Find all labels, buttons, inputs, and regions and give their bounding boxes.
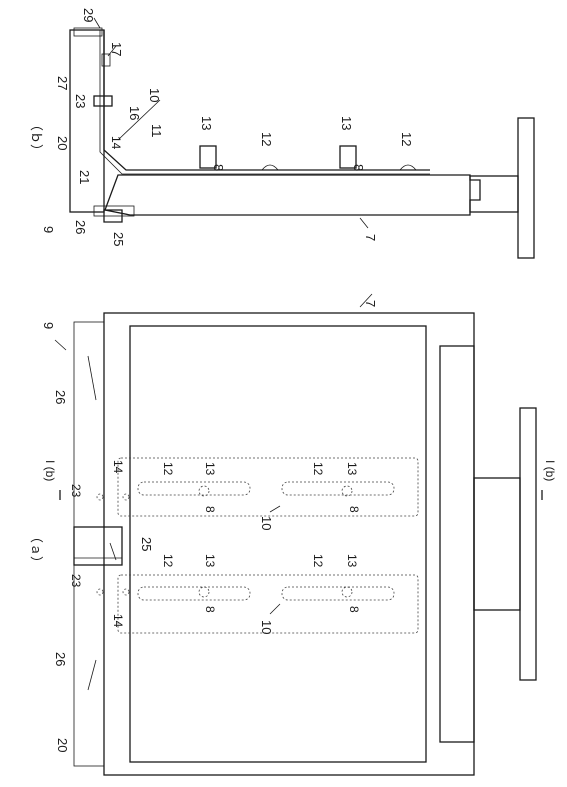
slot-12-ll: [137, 586, 251, 601]
label-20-b: 20: [55, 136, 70, 150]
label-12-ur: 12: [311, 462, 325, 476]
monitor-section-7: [104, 174, 481, 216]
slot-12-b1: [261, 164, 279, 171]
label-14-right: 14: [111, 614, 125, 628]
section-mark-bottom: I (b): [543, 460, 557, 481]
label-13-ll: 13: [203, 554, 217, 568]
label-10-b: 10: [147, 88, 162, 102]
label-7-b: 7: [363, 234, 378, 241]
label-12-b2: 12: [399, 132, 414, 146]
label-9-b: 9: [41, 226, 56, 233]
label-12-ul: 12: [161, 462, 175, 476]
slot-12-b2: [399, 164, 417, 171]
screw-13-ur: [341, 485, 353, 497]
label-14-left: 14: [111, 460, 125, 474]
label-23-right: 23: [69, 574, 83, 588]
plate-10-upper: [117, 457, 419, 517]
label-11: 11: [149, 124, 164, 138]
monitor-frame: [103, 312, 475, 776]
hinge-23-right-mark: [96, 588, 104, 596]
label-16: 16: [127, 106, 142, 120]
view-b: （ｂ） 29 17 27 23 10 16 1: [29, 8, 535, 259]
stand-b-neck: [469, 175, 519, 213]
screw-13-b1: [199, 145, 217, 169]
clip-25: [73, 526, 123, 566]
label-13-lr: 13: [345, 554, 359, 568]
tab-14-right-mark: [122, 588, 130, 596]
stand-column: [473, 477, 521, 611]
label-12-ll: 12: [161, 554, 175, 568]
label-10-lower: 10: [259, 620, 274, 634]
label-9-a: 9: [41, 322, 56, 329]
label-13-b1: 13: [199, 116, 214, 130]
screw-13-b2: [339, 145, 357, 169]
slot-12-ur: [281, 481, 395, 496]
pin-23: [93, 95, 113, 107]
stand-base: [519, 407, 537, 681]
rail-26-b: [93, 205, 135, 217]
hinge-23-left-mark: [96, 493, 104, 501]
screw-13-ul: [198, 485, 210, 497]
label-26-right: 26: [53, 652, 68, 666]
label-25-b: 25: [111, 232, 126, 246]
rail-26: [73, 321, 105, 767]
label-7-a: 7: [363, 300, 378, 307]
label-13-ul: 13: [203, 462, 217, 476]
label-10-upper: 10: [259, 516, 274, 530]
label-29: 29: [81, 8, 96, 22]
clip-25-b: [103, 209, 123, 223]
slot-12-lr: [281, 586, 395, 601]
label-12-lr: 12: [311, 554, 325, 568]
view-a-label: （ａ）: [29, 530, 44, 569]
view-a: （ａ）: [29, 293, 557, 776]
label-13-b2: 13: [339, 116, 354, 130]
slot-12-ul: [137, 481, 251, 496]
label-26-b: 26: [73, 220, 88, 234]
tab-14-left-mark: [122, 493, 130, 501]
plate-10-lower: [117, 574, 419, 634]
monitor-screen: [129, 325, 427, 763]
screw-13-lr: [341, 586, 353, 598]
label-21: 21: [77, 170, 92, 184]
label-27: 27: [55, 76, 70, 90]
label-8-lr: 8: [347, 606, 361, 613]
view-b-label: （ｂ）: [29, 118, 44, 157]
label-8-ul: 8: [203, 506, 217, 513]
label-14-b: 14: [109, 136, 123, 150]
spring-17: [101, 53, 111, 67]
label-8-b1: 8: [211, 164, 226, 171]
cap-29: [73, 27, 103, 37]
stand-neck: [439, 345, 475, 743]
screw-13-ll: [198, 586, 210, 598]
label-13-ur: 13: [345, 462, 359, 476]
label-8-ll: 8: [203, 606, 217, 613]
label-8-b2: 8: [351, 164, 366, 171]
label-23-left: 23: [69, 484, 83, 498]
label-26-left: 26: [53, 390, 68, 404]
housing-27: [69, 29, 105, 213]
stand-b-base: [517, 117, 535, 259]
label-17: 17: [109, 42, 124, 56]
label-25-a: 25: [139, 537, 154, 551]
label-12-b1: 12: [259, 132, 274, 146]
label-8-ur: 8: [347, 506, 361, 513]
section-mark-top: I (b): [43, 460, 57, 481]
label-20-a: 20: [55, 738, 70, 752]
label-23-b: 23: [73, 94, 88, 108]
